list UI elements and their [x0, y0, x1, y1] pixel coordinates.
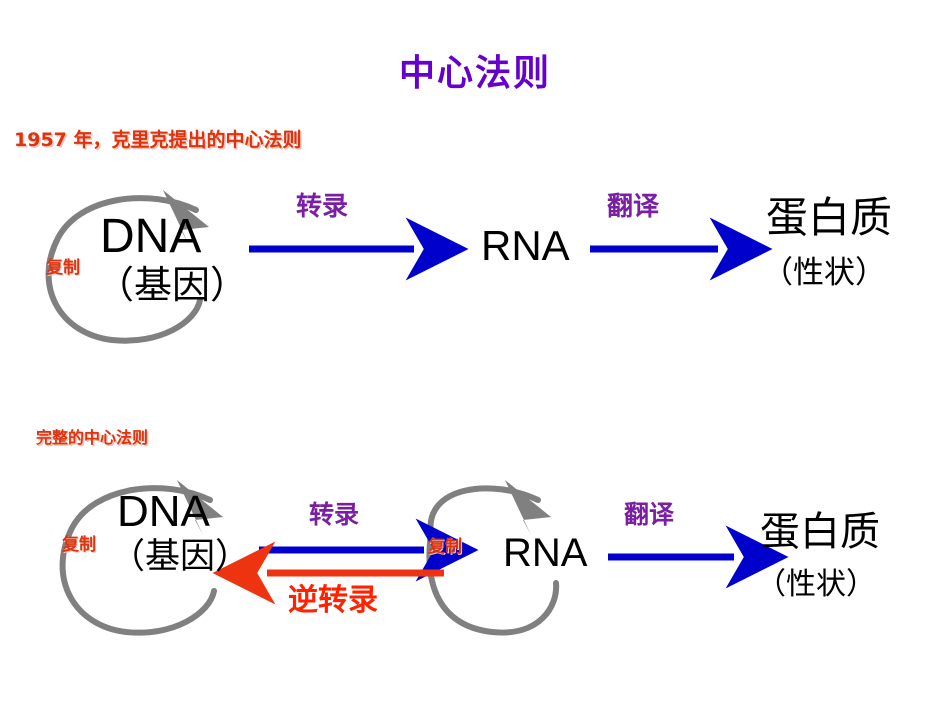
- node-rna-complete: RNA: [503, 531, 588, 575]
- section-caption-classic: 1957 年，克里克提出的中心法则: [14, 129, 302, 151]
- label-replication-rna-complete: 复制: [428, 537, 462, 557]
- node-dna-gene-complete: （基因）: [110, 537, 251, 577]
- section-caption-complete: 完整的中心法则: [36, 428, 149, 447]
- label-reverse-transcription-complete: 逆转录: [288, 583, 378, 618]
- node-rna-classic: RNA: [481, 222, 570, 269]
- label-transcription-complete: 转录: [309, 500, 360, 529]
- page-title: 中心法则: [398, 53, 551, 94]
- node-dna-classic: DNA: [100, 210, 202, 263]
- node-protein-trait-classic: （性状）: [762, 255, 886, 291]
- node-protein-trait-complete: （性状）: [756, 567, 876, 602]
- node-dna-complete: DNA: [117, 487, 210, 536]
- label-translation-classic: 翻译: [607, 192, 660, 222]
- label-transcription-classic: 转录: [296, 192, 349, 222]
- label-replication-dna-complete: 复制: [62, 535, 96, 555]
- node-protein-complete: 蛋白质: [760, 509, 880, 555]
- label-translation-complete: 翻译: [624, 500, 675, 529]
- label-replication-dna-classic: 复制: [46, 258, 80, 278]
- node-dna-gene-classic: （基因）: [96, 263, 249, 307]
- node-protein-classic: 蛋白质: [766, 193, 893, 242]
